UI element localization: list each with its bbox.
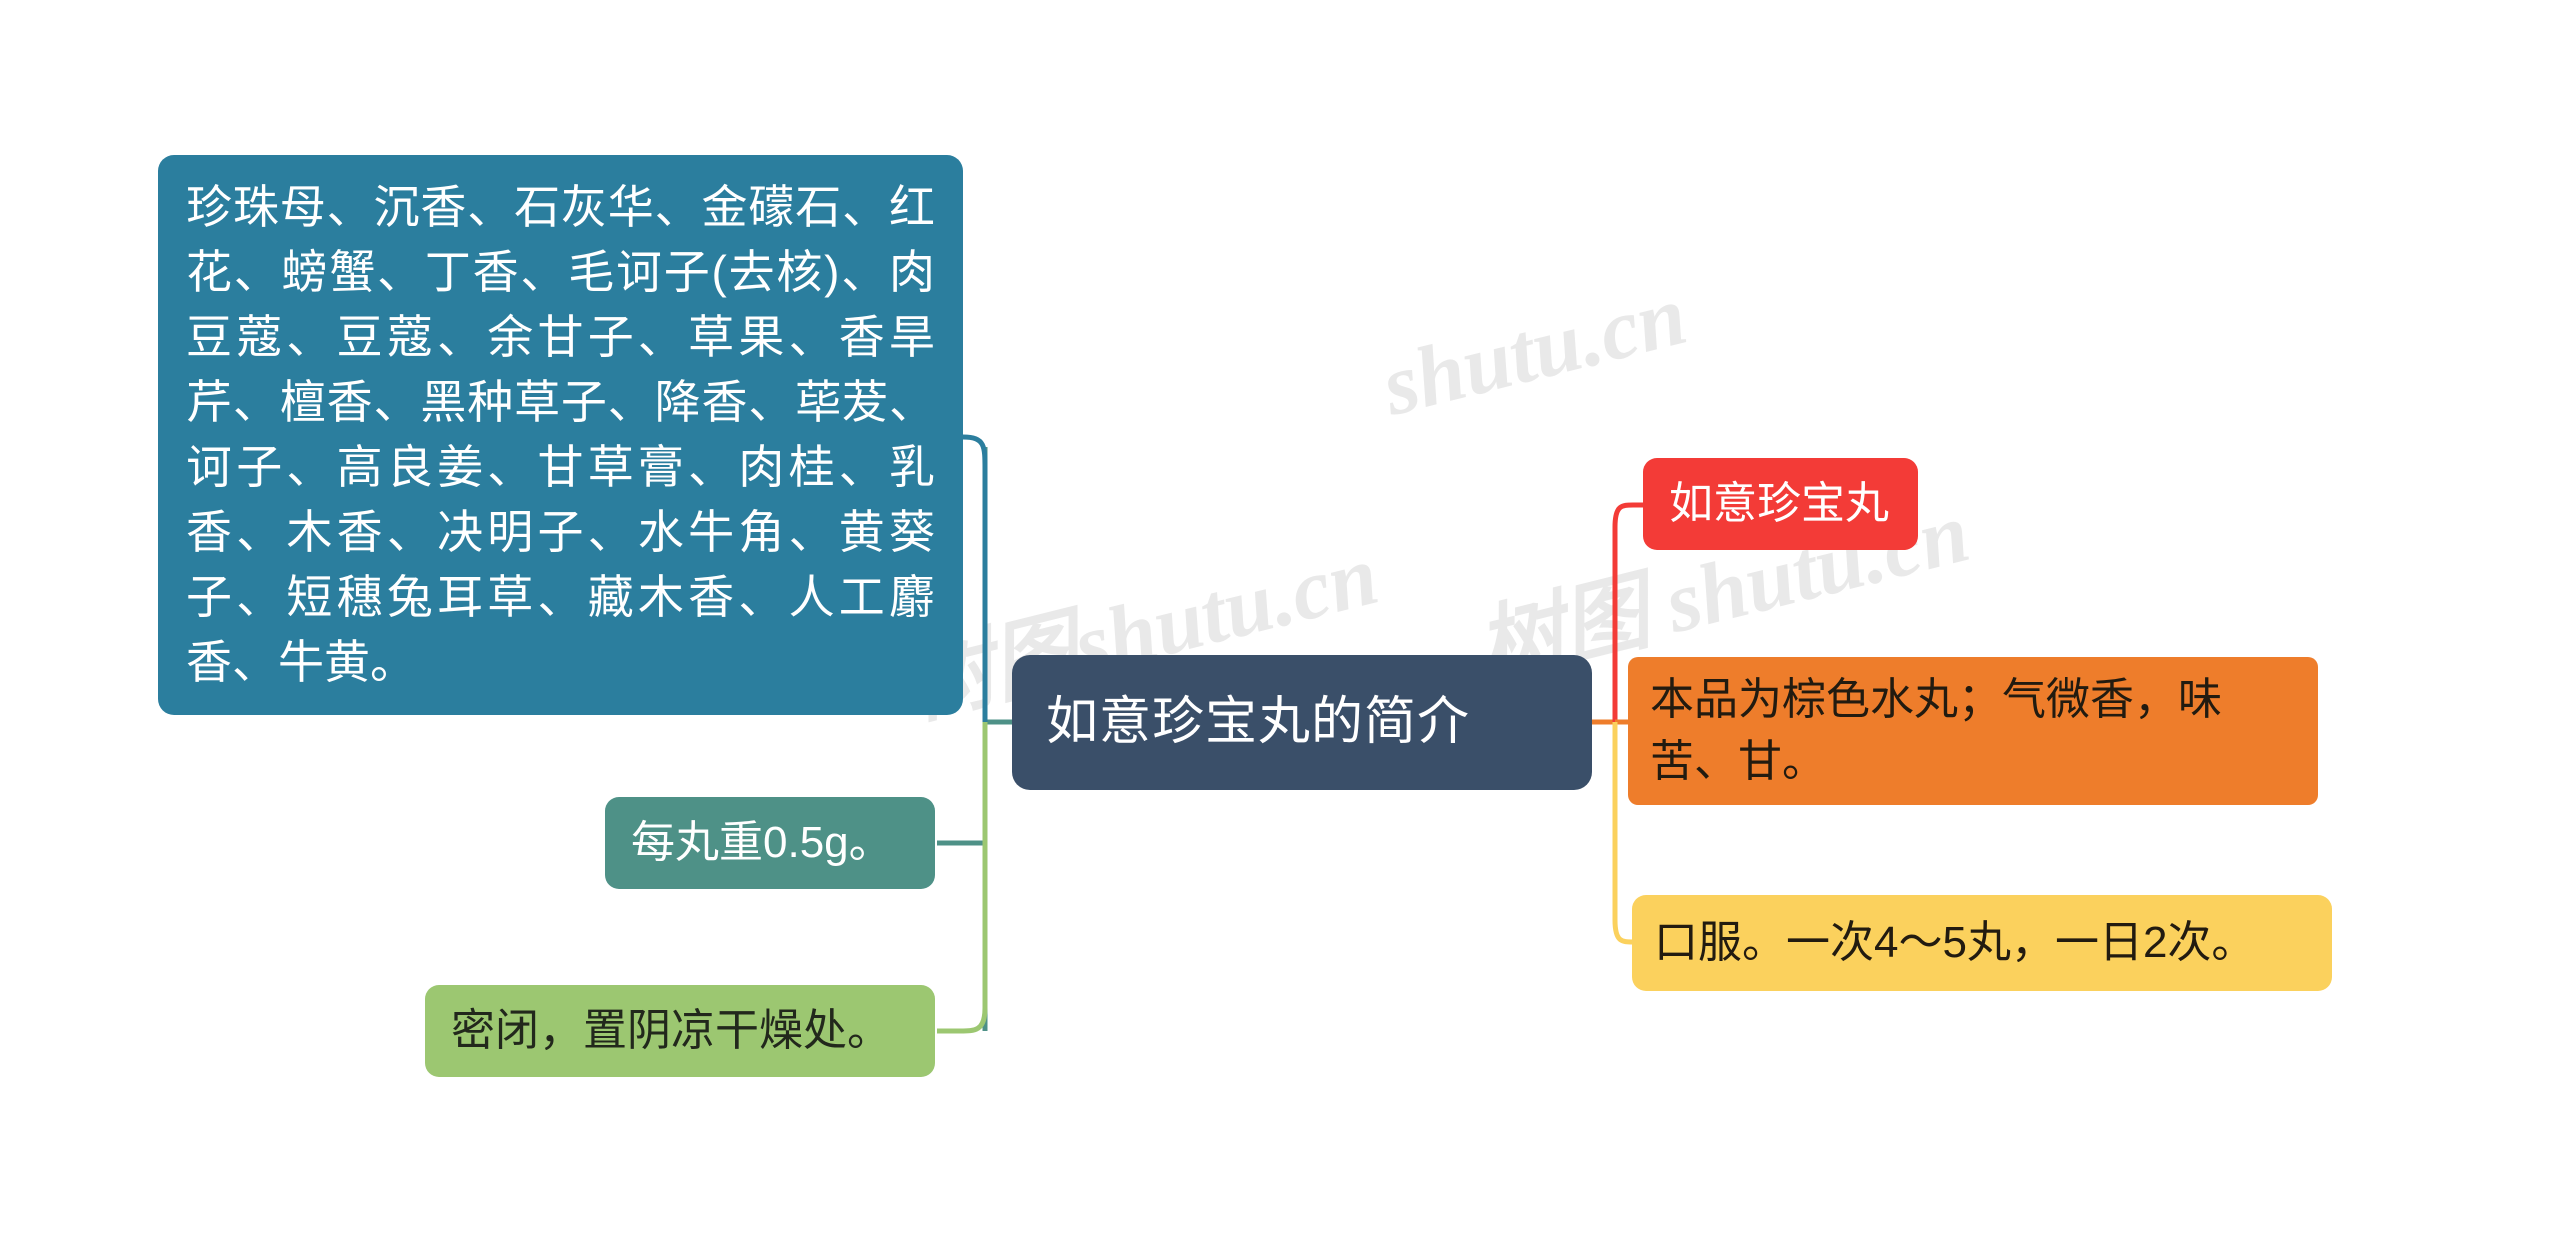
node-description[interactable]: 本品为棕色水丸；气微香，味苦、甘。: [1628, 657, 2318, 805]
connector-storage: [937, 1007, 988, 1034]
node-product-name-label: 如意珍宝丸: [1669, 478, 1889, 528]
node-center-topic[interactable]: 如意珍宝丸的简介: [1012, 655, 1592, 790]
node-description-label: 本品为棕色水丸；气微香，味苦、甘。: [1650, 675, 2222, 786]
node-dosage[interactable]: 口服。一次4～5丸，一日2次。: [1632, 895, 2332, 991]
node-center-label: 如意珍宝丸的简介: [1046, 692, 1471, 751]
node-ingredients-label: 珍珠母、沉香、石灰华、金礞石、红花、螃蟹、丁香、毛诃子(去核)、肉豆蔻、豆蔻、余…: [186, 181, 935, 688]
node-dosage-label: 口服。一次4～5丸，一日2次。: [1654, 917, 2256, 967]
node-product-name[interactable]: 如意珍宝丸: [1643, 458, 1918, 550]
connector-name: [1612, 502, 1643, 528]
node-ingredients[interactable]: 珍珠母、沉香、石灰华、金礞石、红花、螃蟹、丁香、毛诃子(去核)、肉豆蔻、豆蔻、余…: [158, 155, 963, 715]
connector-ingredients: [962, 434, 988, 471]
node-storage-label: 密闭，置阴凉干燥处。: [451, 1005, 891, 1055]
node-storage[interactable]: 密闭，置阴凉干燥处。: [425, 985, 935, 1077]
node-weight-label: 每丸重0.5g。: [631, 817, 893, 867]
node-weight[interactable]: 每丸重0.5g。: [605, 797, 935, 889]
